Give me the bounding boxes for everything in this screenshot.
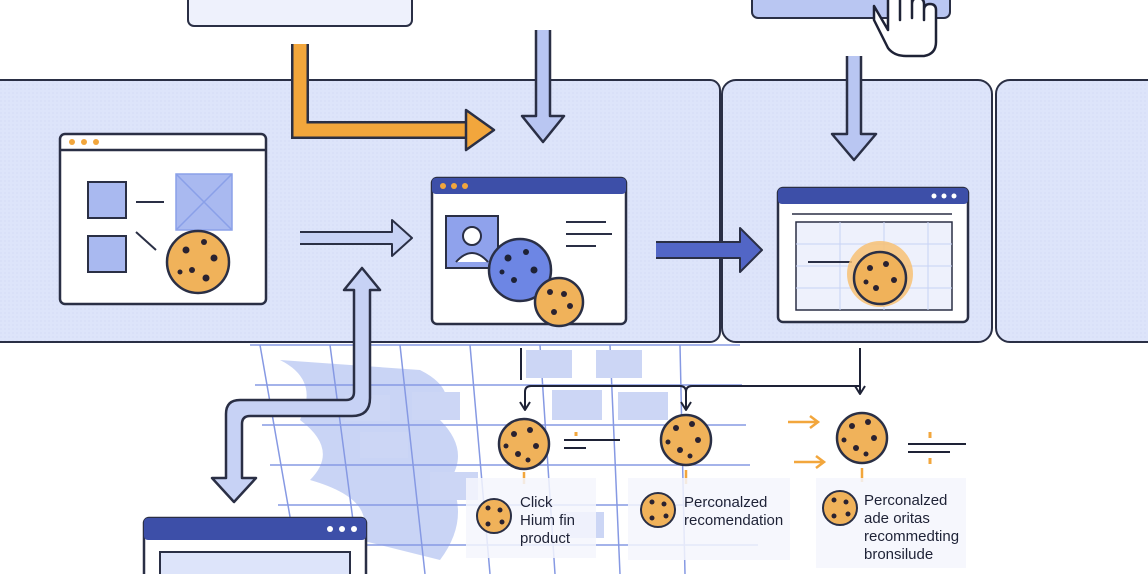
arrow-right-icon [788, 415, 827, 469]
browser-window-recommendation [776, 186, 970, 324]
equals-marker [564, 432, 620, 449]
hand-cursor-icon [872, 0, 938, 58]
cookie-icon [640, 492, 676, 528]
connector-lines [519, 348, 866, 411]
caption-personalized-recommending: Perconalzed ade oritas recommedting bron… [864, 492, 960, 563]
browser-window-browse [58, 132, 268, 306]
caption-personalized-recommendation: Perconalzed recomendation [684, 494, 784, 529]
arrow-right-icon [300, 219, 413, 257]
cookie-icon [497, 417, 551, 471]
user-avatar-icon [445, 215, 499, 269]
arrow-orange-elbow-icon [291, 44, 496, 152]
arrow-down-icon [830, 56, 878, 162]
image-placeholder-icon [175, 173, 233, 231]
caption-click: Click Hium fin product [520, 494, 576, 547]
cookie-icon [822, 490, 858, 526]
arrow-down-icon [520, 30, 566, 144]
cookie-icon [659, 413, 713, 467]
cookie-icon [165, 229, 231, 295]
arrow-right-icon [656, 227, 763, 273]
cookie-icon [835, 411, 889, 465]
cookie-icon [476, 498, 512, 534]
equals-marker [908, 432, 966, 464]
top-source-box-left [187, 0, 413, 27]
cookie-icon [847, 241, 913, 307]
cookie-icon [533, 276, 585, 328]
cookie-icon [487, 237, 553, 303]
browser-window-bottom [142, 516, 368, 574]
browser-window-product [430, 176, 628, 328]
arrow-loop-icon [210, 266, 382, 504]
